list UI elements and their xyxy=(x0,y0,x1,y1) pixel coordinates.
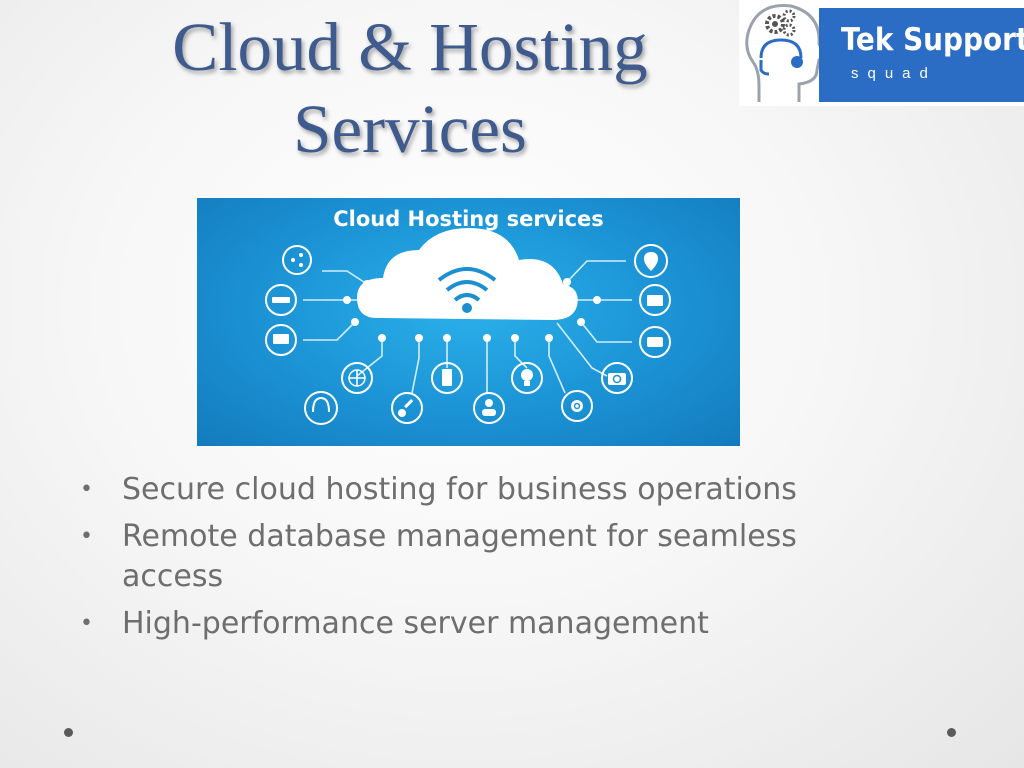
bullet-icon: • xyxy=(80,611,93,636)
logo-panel: Tek Support squad xyxy=(819,8,1024,102)
headphones-icon xyxy=(304,391,338,425)
bullet-text: Secure cloud hosting for business operat… xyxy=(122,472,797,507)
bullet-text: Remote database management for seamless … xyxy=(122,519,797,594)
bullet-item: • Remote database management for seamless… xyxy=(80,517,900,597)
head-gears-icon xyxy=(745,4,829,102)
user-icon xyxy=(473,392,505,424)
illustration-title: Cloud Hosting services xyxy=(333,207,604,231)
decorative-dot-left xyxy=(64,728,73,737)
bullet-item: • High-performance server management xyxy=(80,604,900,644)
globe-icon xyxy=(341,362,373,394)
bullet-icon: • xyxy=(80,524,93,549)
gear-icon xyxy=(561,390,593,422)
mail-icon xyxy=(639,284,671,316)
router-icon xyxy=(265,284,297,316)
share-icon xyxy=(282,245,312,275)
key-icon xyxy=(391,392,423,424)
logo-name: Tek Support xyxy=(841,22,1024,58)
bullet-icon: • xyxy=(80,477,93,502)
bullet-item: • Secure cloud hosting for business opera… xyxy=(80,470,900,510)
cloud-hosting-illustration: Cloud Hosting services xyxy=(197,198,740,446)
location-pin-icon xyxy=(634,244,668,278)
slide-title-line-1: Cloud & Hosting xyxy=(172,9,648,85)
headset-icon xyxy=(759,38,803,76)
slide-title: Cloud & Hosting Services xyxy=(60,6,760,170)
logo-tagline: squad xyxy=(851,65,937,82)
tablet-icon xyxy=(431,362,463,394)
bullet-text: High-performance server management xyxy=(122,606,709,641)
slide-title-line-2: Services xyxy=(293,91,527,167)
bullet-list: • Secure cloud hosting for business opera… xyxy=(80,470,900,651)
company-logo: Tek Support squad xyxy=(739,0,1024,106)
decorative-dot-right xyxy=(947,728,956,737)
cloud-shape xyxy=(357,228,578,320)
lightbulb-icon xyxy=(511,362,543,394)
camera-icon xyxy=(601,362,633,394)
network-diagram xyxy=(265,228,671,425)
wifi-icon xyxy=(437,267,497,302)
monitor-icon xyxy=(265,324,297,356)
chat-icon xyxy=(639,326,671,358)
